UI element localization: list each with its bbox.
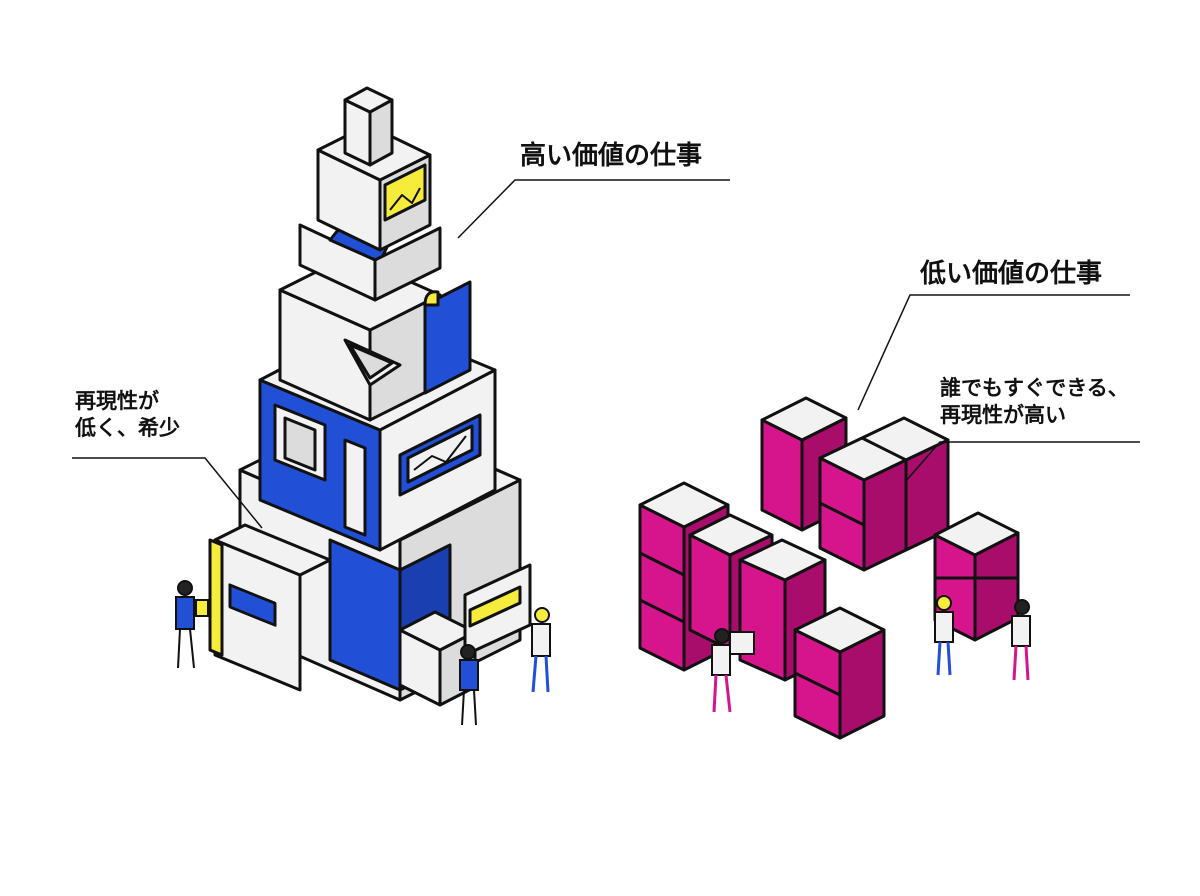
block-stack-mid <box>818 416 950 572</box>
worker-center <box>459 644 479 726</box>
label-low-value: 低い価値の仕事 <box>920 259 1103 289</box>
worker-pair <box>934 595 1031 681</box>
worker-right <box>531 607 551 693</box>
right-note-line1: 誰でもすぐできる、 <box>940 376 1129 400</box>
left-note-line1: 再現性が <box>75 389 159 413</box>
leader-low-value <box>857 294 1130 411</box>
worker-carrying-box <box>711 628 755 713</box>
left-note-line2: 低く、希少 <box>75 416 180 441</box>
leader-lines <box>72 179 1140 529</box>
block-cluster <box>638 396 1020 740</box>
label-right-note: 誰でもすぐできる、 再現性が高い <box>940 375 1129 430</box>
leader-right-note <box>904 441 1140 483</box>
tower-building <box>208 86 532 707</box>
leader-left-note <box>72 457 263 529</box>
right-note-line2: 再現性が高い <box>940 403 1066 428</box>
leader-high-value <box>457 179 730 239</box>
label-left-note: 再現性が 低く、希少 <box>75 388 180 443</box>
worker-left <box>175 580 209 669</box>
label-high-value: 高い価値の仕事 <box>520 141 703 171</box>
